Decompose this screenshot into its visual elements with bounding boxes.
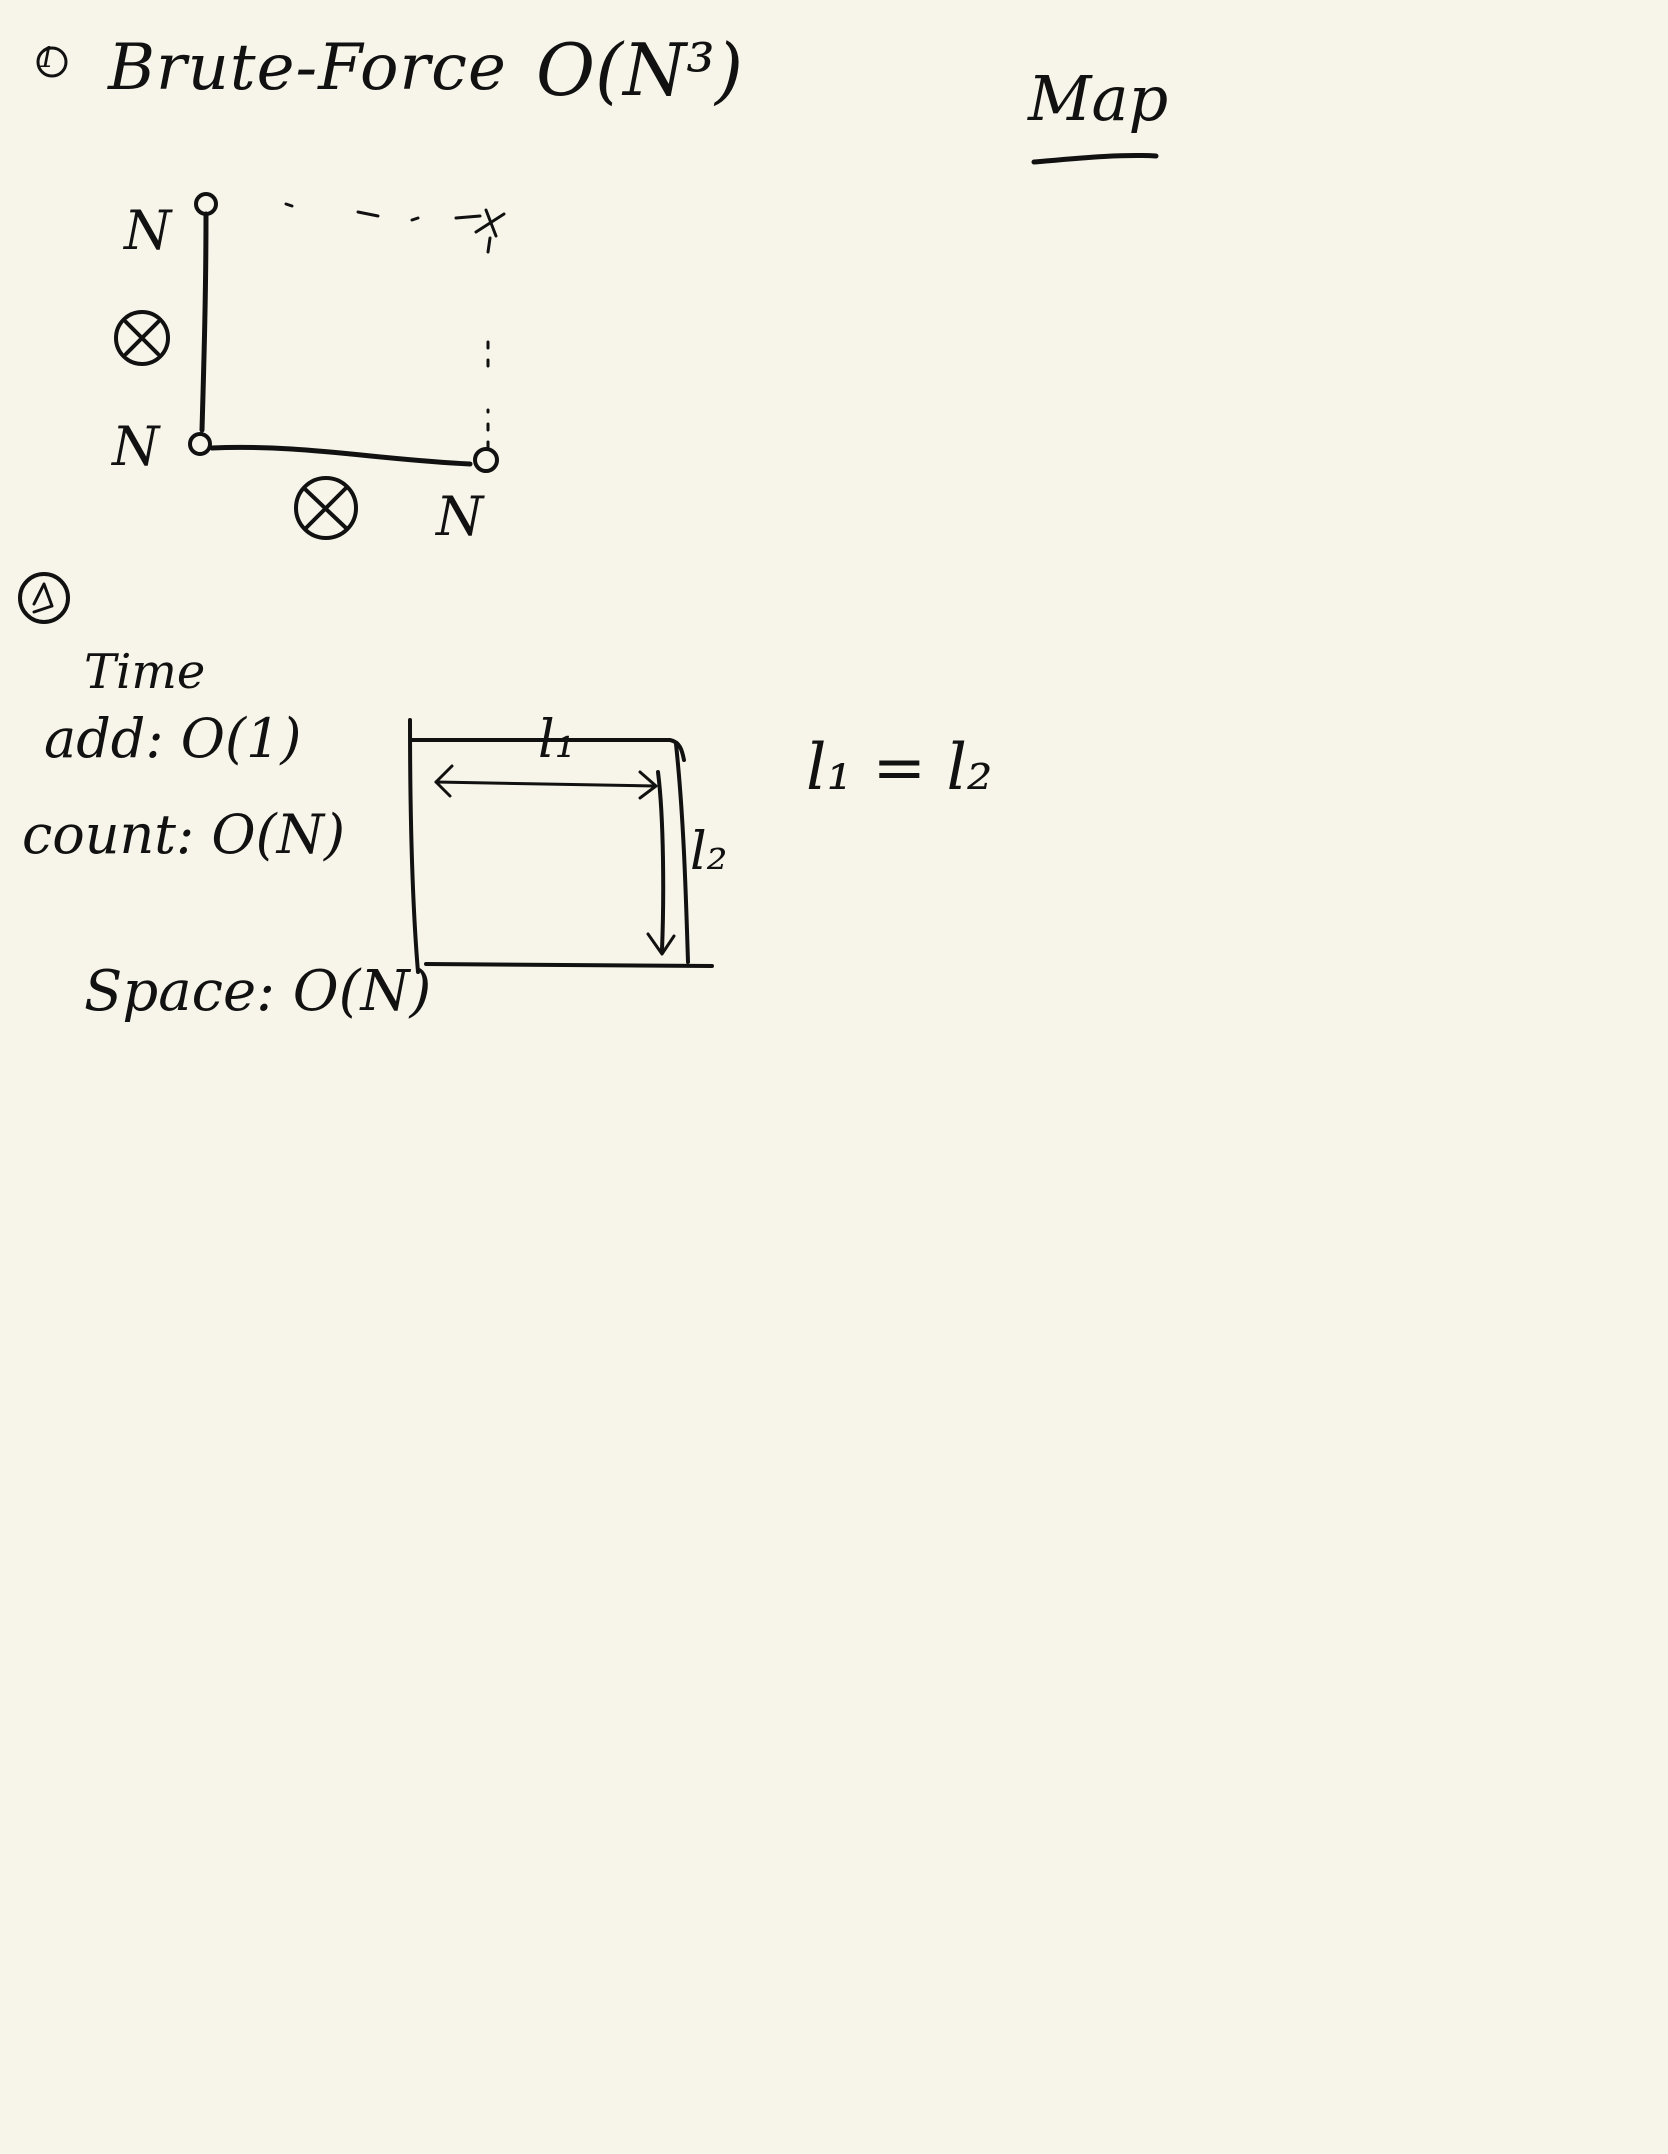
section-2-marker-digit <box>32 582 54 614</box>
time-add: add: O(1) <box>44 707 302 770</box>
time-count: count: O(N) <box>22 803 346 866</box>
section-1-complexity: O(N³) <box>536 28 744 112</box>
axis-label-horizontal: N <box>436 485 484 548</box>
section-1-marker-circle <box>36 46 68 78</box>
axis-label-origin: N <box>112 415 160 478</box>
section-2-marker-circle <box>18 572 70 624</box>
arrow-l2-line <box>656 770 666 952</box>
vertex-right <box>473 447 499 473</box>
operator-cross-1 <box>124 320 160 356</box>
horizontal-axis <box>209 444 473 467</box>
arrow-l1-right-head <box>638 770 658 800</box>
arrow-l1-line <box>434 780 656 788</box>
brute-force-diagram <box>114 192 506 540</box>
operator-circle-2 <box>294 476 358 540</box>
arrow-l1-left-head <box>434 764 454 798</box>
space-complexity: Space: O(N) <box>84 959 432 1024</box>
rect-bottom-edge <box>424 962 714 968</box>
l1-label: l₁ <box>538 710 576 770</box>
vertex-origin <box>188 432 212 456</box>
rect-top-edge <box>410 738 686 762</box>
corner-x <box>474 208 506 254</box>
time-heading: Time <box>84 644 206 700</box>
dashed-top-edge <box>284 202 482 222</box>
l2-label: l₂ <box>690 822 728 882</box>
sliding-rectangle-diagram <box>408 718 714 974</box>
side-note-map: Map <box>1028 62 1169 135</box>
vertical-axis <box>199 211 209 433</box>
section-1-number: 1 <box>38 41 56 74</box>
rect-right-edge <box>674 742 690 964</box>
equality-note: l₁ = l₂ <box>806 731 993 805</box>
operator-cross-2 <box>304 486 348 530</box>
axis-label-vertical: N <box>124 199 172 262</box>
vertex-top <box>194 192 218 216</box>
map-underline <box>1031 152 1159 165</box>
rect-left-edge <box>408 718 420 974</box>
arrow-l2-head <box>646 932 676 956</box>
section-1-title: Brute-Force <box>108 31 507 105</box>
operator-circle-1 <box>114 310 170 366</box>
